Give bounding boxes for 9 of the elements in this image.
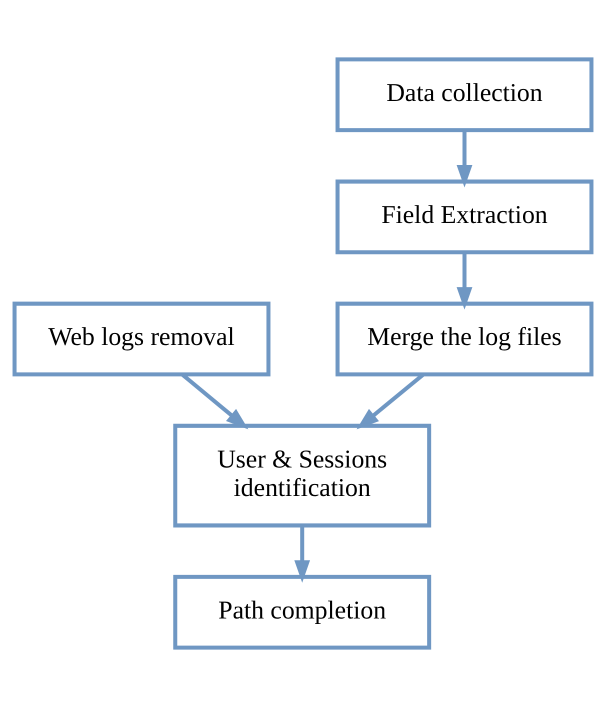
node-box: User & Sessions identification [173,423,432,527]
arrow [456,252,472,310]
node-box: Merge the log files [336,301,594,376]
node-box: Path completion [173,574,432,650]
node-box: Data collection [336,56,594,132]
arrow [294,526,310,582]
node-box: Field Extraction [336,179,594,254]
arrow [456,130,472,188]
node-box: Web logs removal [12,301,270,376]
